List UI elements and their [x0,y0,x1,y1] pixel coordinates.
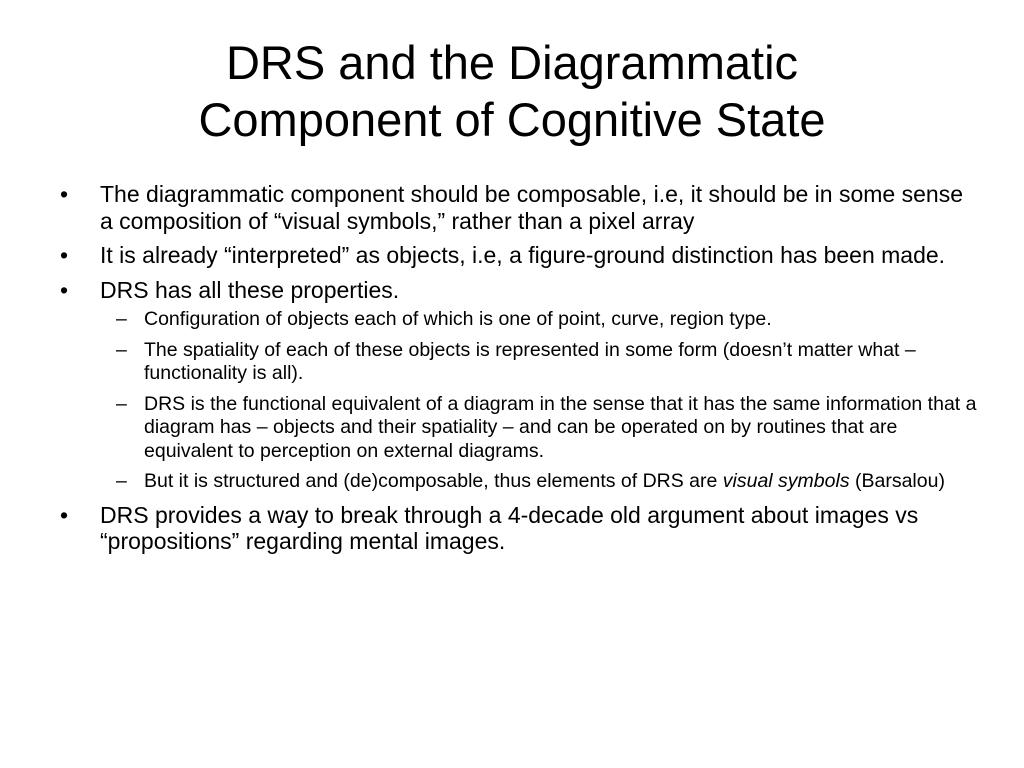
sub-bullet-text-italic: visual symbols [722,470,850,492]
bullet-item: • The diagrammatic component should be c… [60,181,980,234]
sub-bullet-text: DRS is the functional equivalent of a di… [144,392,977,462]
sub-bullet-text: Configuration of objects each of which i… [144,308,772,330]
sub-bullet-item: – The spatiality of each of these object… [100,339,980,386]
bullet-dot-icon: • [60,276,69,303]
sub-bullet-text-after: (Barsalou) [849,470,945,492]
dash-icon: – [116,308,127,330]
bullet-item: • DRS provides a way to break through a … [60,502,980,555]
sub-bullet-item: – DRS is the functional equivalent of a … [100,393,980,464]
title-line-2: Component of Cognitive State [198,93,826,146]
dash-icon: – [116,470,127,492]
bullet-dot-icon: • [60,242,69,268]
bullet-text: It is already “interpreted” as objects, … [100,242,946,268]
sub-bullet-text-before: But it is structured and (de)composable,… [144,470,723,492]
sub-bullet-item: – But it is structured and (de)composabl… [100,470,980,494]
sub-bullet-text: The spatiality of each of these objects … [144,338,916,385]
bullet-text: DRS provides a way to break through a 4-… [100,501,919,555]
dash-icon: – [116,338,127,361]
dash-icon: – [116,392,127,415]
slide-title: DRS and the Diagrammatic Component of Co… [40,34,984,148]
slide-body: • The diagrammatic component should be c… [60,181,980,563]
title-line-1: DRS and the Diagrammatic [225,36,799,89]
bullet-dot-icon: • [60,181,69,207]
bullet-text: The diagrammatic component should be com… [100,181,963,234]
bullet-list: • The diagrammatic component should be c… [60,181,980,555]
sub-bullet-list: – Configuration of objects each of which… [100,308,980,494]
bullet-item: • DRS has all these properties. – Config… [60,277,980,494]
bullet-text: DRS has all these properties. [100,276,400,303]
sub-bullet-item: – Configuration of objects each of which… [100,308,980,332]
bullet-item: • It is already “interpreted” as objects… [60,242,980,269]
bullet-dot-icon: • [60,501,69,528]
